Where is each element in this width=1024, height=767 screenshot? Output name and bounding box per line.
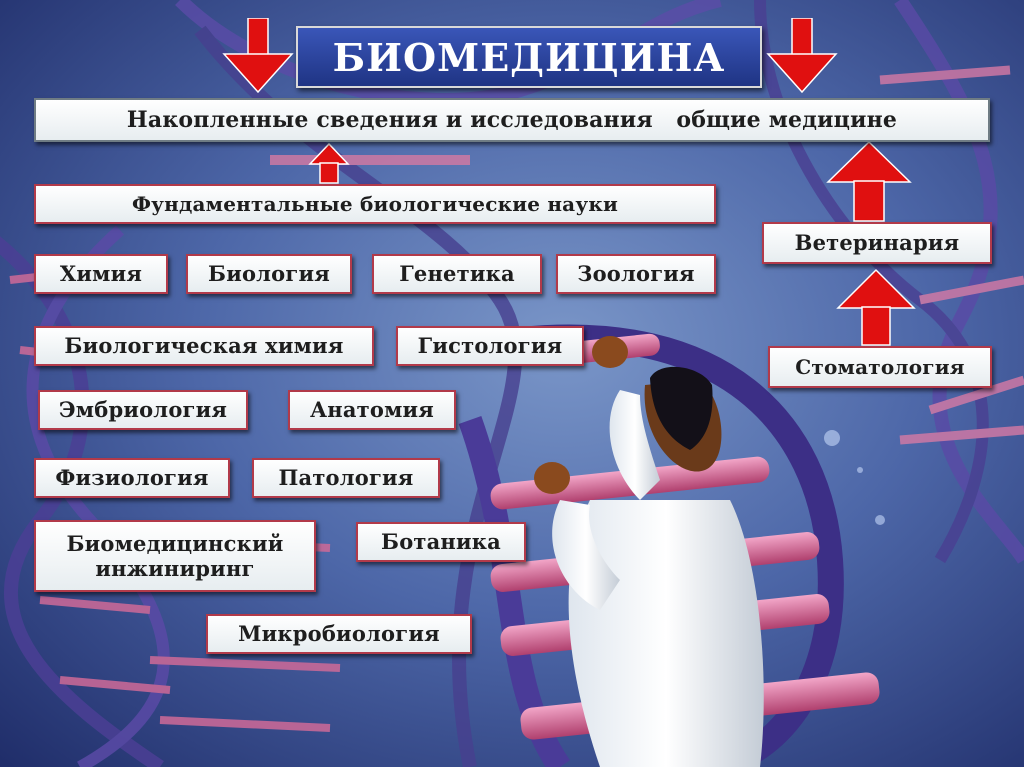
up-arrow-icon <box>308 142 350 184</box>
science-histology: Гистология <box>396 326 584 366</box>
title-biomedicine: БИОМЕДИЦИНА <box>296 26 762 88</box>
bioengineering-line-2: инжиниринг <box>95 556 255 581</box>
fundamental-sciences-box: Фундаментальные биологические науки <box>34 184 716 224</box>
science-chemistry: Химия <box>34 254 168 294</box>
science-biochemistry: Биологическая химия <box>34 326 374 366</box>
science-embryology: Эмбриология <box>38 390 248 430</box>
bioengineering-line-1: Биомедицинский <box>66 530 284 556</box>
accumulated-knowledge-bar: Накопленные сведения и исследования общи… <box>34 98 990 142</box>
up-arrow-icon <box>836 268 916 346</box>
science-pathology: Патология <box>252 458 440 498</box>
science-biology: Биология <box>186 254 352 294</box>
scientist-illustration <box>534 336 764 767</box>
science-botany: Ботаника <box>356 522 526 562</box>
science-biomedical-engineering: Биомедицинский инжиниринг <box>34 520 316 592</box>
science-microbiology: Микробиология <box>206 614 472 654</box>
science-anatomy: Анатомия <box>288 390 456 430</box>
science-genetics: Генетика <box>372 254 542 294</box>
science-physiology: Физиология <box>34 458 230 498</box>
up-arrow-icon <box>826 140 912 222</box>
field-dentistry: Стоматология <box>768 346 992 388</box>
field-veterinary: Ветеринария <box>762 222 992 264</box>
science-zoology: Зоология <box>556 254 716 294</box>
down-arrow-icon <box>222 18 294 94</box>
down-arrow-icon <box>766 18 838 94</box>
